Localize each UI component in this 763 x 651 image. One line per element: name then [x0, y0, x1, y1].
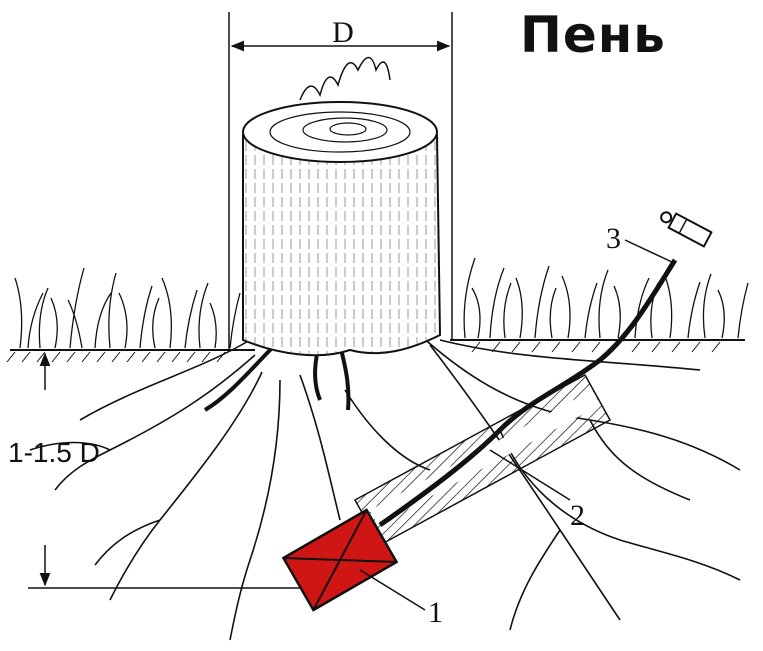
diagram-title: Пень — [520, 6, 666, 64]
diameter-label: D — [332, 16, 354, 49]
stump — [242, 56, 442, 357]
callout-2: 2 — [570, 499, 585, 532]
depth-label: 1-1.5 D — [8, 437, 100, 468]
splinters — [299, 56, 391, 101]
grass — [14, 257, 749, 349]
ground-line — [6, 339, 745, 363]
depth-dimension — [28, 352, 300, 589]
detonator — [660, 211, 713, 248]
callout-1: 1 — [428, 596, 443, 629]
explosive-charge — [281, 508, 399, 612]
fuse-cord — [378, 258, 678, 528]
diameter-dimension — [228, 12, 453, 350]
leader-lines — [359, 239, 673, 611]
roots — [29, 334, 741, 641]
callout-3: 3 — [606, 222, 621, 255]
